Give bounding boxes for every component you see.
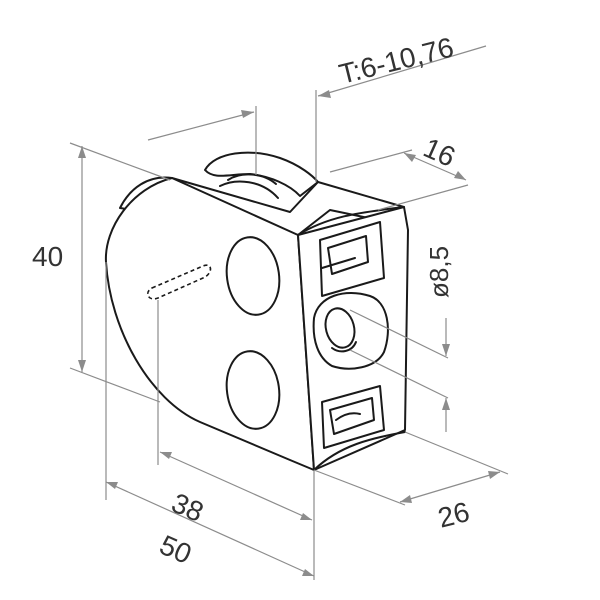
- depth-label: 26: [435, 496, 473, 534]
- bore-label: ø8,5: [424, 246, 454, 298]
- pin-hole: [146, 264, 212, 300]
- thickness-range-label: T:6-10,76: [336, 31, 457, 89]
- set-screw-icon: [324, 307, 356, 349]
- front-features: [146, 236, 281, 430]
- slot-label: 16: [419, 132, 460, 173]
- upper-screw-hole: [225, 236, 281, 316]
- lower-screw-hole: [225, 350, 281, 430]
- width-label: 50: [155, 529, 196, 570]
- side-features: [312, 221, 389, 449]
- dimension-lines: [69, 45, 509, 580]
- clamp-saddle: [204, 151, 319, 197]
- height-label: 40: [32, 241, 63, 272]
- hole-spacing-label: 38: [167, 487, 208, 528]
